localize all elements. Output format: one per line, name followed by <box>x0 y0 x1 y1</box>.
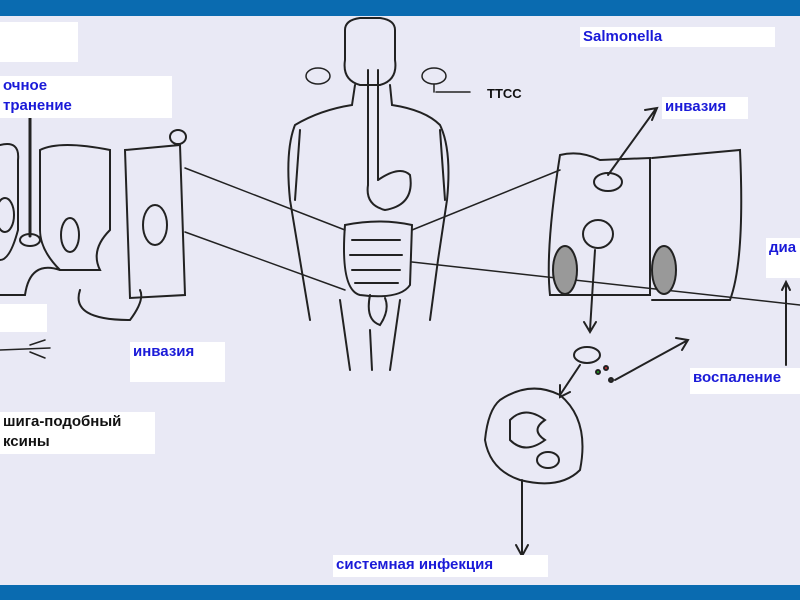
diarrhea-label: диа <box>766 238 800 278</box>
shiga-line-1: шига-подобный <box>3 413 122 430</box>
shiga-line-2: ксины <box>3 433 50 450</box>
blank-label-box <box>0 304 47 332</box>
right-epithelial-cells <box>547 106 791 399</box>
left-epithelial-cells <box>0 115 187 322</box>
invasion-left-label: инвазия <box>130 342 225 382</box>
shiga-toxins-label: шига-подобный ксины <box>0 412 155 454</box>
invasion-right-label: инвазия <box>662 97 748 119</box>
digestive-tract <box>343 69 414 327</box>
connector-lines <box>184 167 800 306</box>
secretion-line-2: транение <box>3 97 72 114</box>
systemic-infection-label: системная инфекция <box>333 555 548 577</box>
ttss-label: ТТСС <box>487 86 522 101</box>
macrophage <box>483 365 614 559</box>
salmonella-label: Salmonella <box>580 27 775 47</box>
inflammation-label: воспаление <box>690 368 800 394</box>
bottom-bar <box>0 585 800 600</box>
top-bar <box>0 0 800 16</box>
secretion-line-1: очное <box>3 77 48 94</box>
secretion-label: очное транение <box>0 76 172 118</box>
bacterium-icons <box>305 67 471 93</box>
human-body-outline <box>287 17 450 371</box>
blank-label-box <box>0 22 78 62</box>
toxin-arrows <box>0 339 51 359</box>
